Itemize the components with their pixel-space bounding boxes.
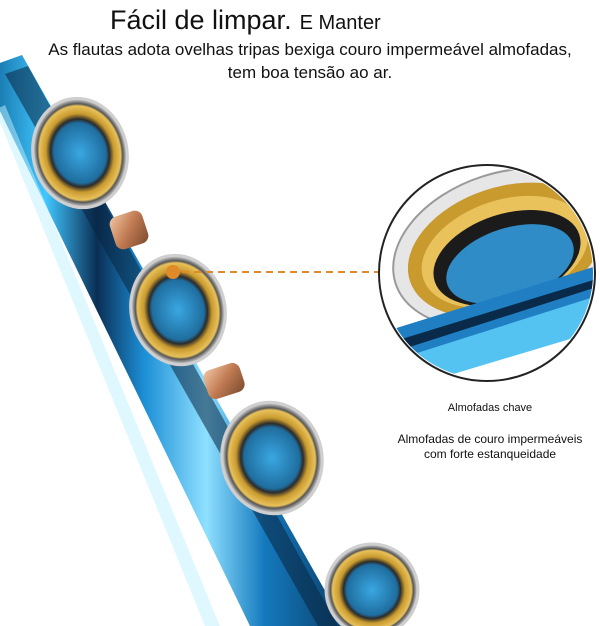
key-pads [31,96,420,626]
pad-zoom-detail [378,164,596,382]
headline-description: As flautas adota ovelhas tripas bexiga c… [48,40,572,82]
headline-suffix: E Manter [299,12,381,34]
callout-marker [166,265,180,279]
callout-description-line2: com forte estanqueidade [423,447,557,461]
rod-pins [109,210,245,400]
headline: Fácil de limpar. E Manter [110,4,381,39]
callout-description-line1: Almofadas de couro impermeáveis [397,432,583,446]
headline-title: Fácil de limpar. [110,5,292,35]
callout-label: Almofadas chave [447,402,533,414]
callout-description: Almofadas de couro impermeáveis com fort… [360,432,600,462]
